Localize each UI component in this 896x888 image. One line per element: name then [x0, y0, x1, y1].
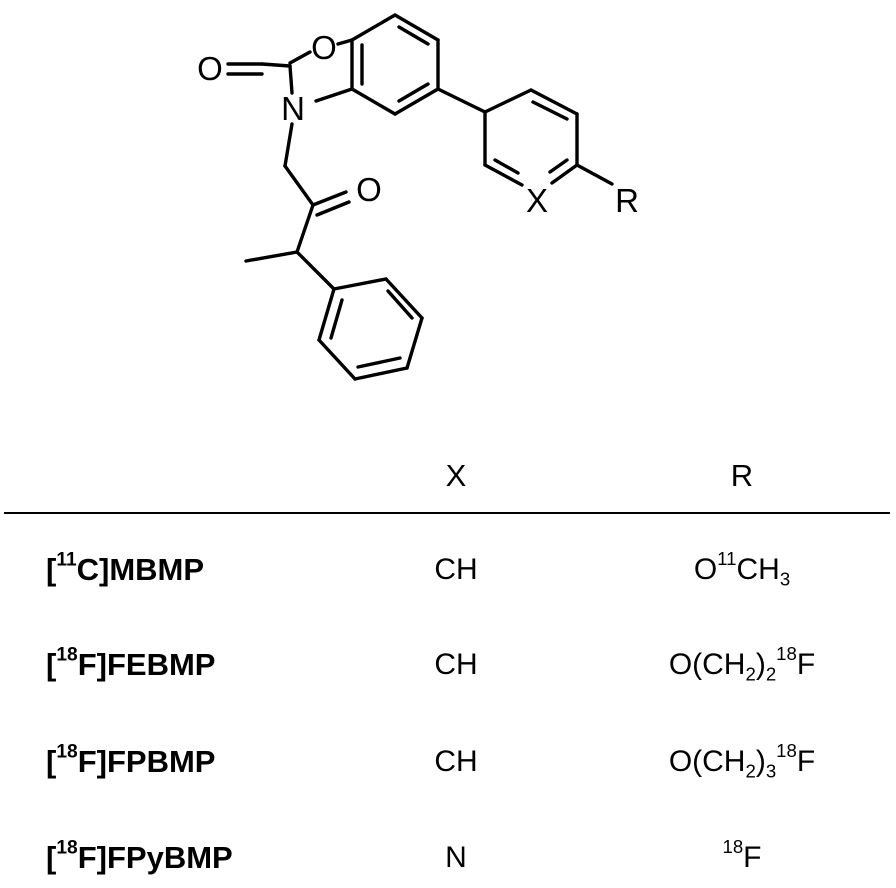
r-value: 18F: [722, 836, 762, 874]
table-row: [11C]MBMP CH O11CH3: [0, 548, 896, 590]
side-chain: [244, 122, 351, 291]
table-row: [18F]FEBMP CH O(CH2)218F: [0, 643, 896, 685]
variable-atom-label: X: [526, 182, 548, 219]
aryl-ring: [483, 88, 614, 187]
table-row: [18F]FPBMP CH O(CH2)318F: [0, 740, 896, 782]
phenyl-ring: [317, 277, 424, 381]
table-row: [18F]FPyBMP N 18F: [0, 836, 896, 878]
biaryl-bond: [436, 87, 487, 114]
compound-name: [18F]FPBMP: [46, 741, 216, 779]
x-value: CH: [434, 553, 478, 586]
ketone-oxygen-label: O: [356, 171, 382, 208]
r-value: O(CH2)218F: [668, 643, 816, 685]
r-value: O11CH3: [693, 548, 791, 590]
table-rule: [4, 512, 890, 514]
carbonyl-oxygen-label: O: [197, 50, 223, 87]
compound-name: [18F]FPyBMP: [46, 837, 233, 875]
column-header-r: R: [730, 458, 754, 493]
ring-nitrogen-label: N: [281, 90, 305, 127]
compound-name: [11C]MBMP: [46, 549, 205, 587]
column-header-x: X: [445, 458, 467, 493]
substituent-label: R: [615, 182, 639, 219]
x-value: N: [445, 841, 467, 874]
x-value: CH: [434, 745, 478, 778]
benzoxazolone-benzene-ring: [350, 13, 440, 116]
chemical-structure: O O N O X R: [197, 13, 639, 381]
r-value: O(CH2)318F: [668, 740, 816, 782]
oxazolone-ring: [226, 38, 354, 103]
ring-oxygen-label: O: [311, 29, 337, 66]
x-value: CH: [434, 648, 478, 681]
compound-name: [18F]FEBMP: [46, 644, 216, 682]
